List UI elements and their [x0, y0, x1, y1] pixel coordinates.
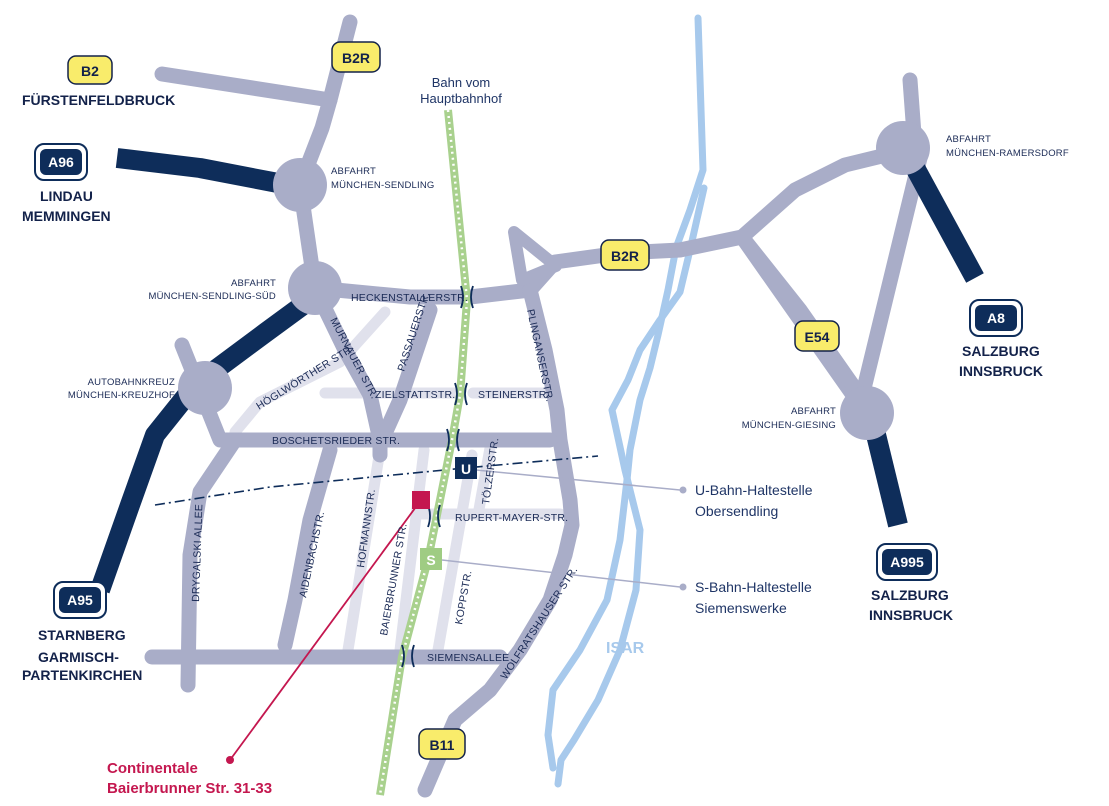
- rail-label-1: Bahn vom: [432, 75, 491, 90]
- ubahn-connector-dot: [679, 486, 687, 494]
- rail-label-2: Hauptbahnhof: [420, 91, 502, 106]
- shield-b2: B2: [67, 55, 113, 85]
- shield-a95: A95: [53, 581, 107, 619]
- exit-ramersdorf-1: ABFAHRT: [946, 134, 991, 145]
- ubahn-connector: [475, 469, 681, 491]
- exit-kreuzhof-1: AUTOBAHNKREUZ: [88, 377, 175, 388]
- ubahn-label-1: U-Bahn-Haltestelle: [695, 482, 813, 498]
- street-drygalski: DRYGALSKI ALLEE: [190, 504, 205, 602]
- ubahn-symbol: U: [461, 461, 471, 477]
- shield-b2r-east: B2R: [600, 239, 650, 271]
- shield-a8: A8: [969, 299, 1023, 337]
- label-a995-salzburg: SALZBURG: [871, 587, 949, 603]
- label-starnberg: STARNBERG: [38, 627, 126, 643]
- street-siemensallee: SIEMENSALLEE: [427, 652, 509, 664]
- label-a8-salzburg: SALZBURG: [962, 343, 1040, 359]
- svg-text:E54: E54: [805, 329, 830, 345]
- street-hoeglwoerther: HÖGLWÖRTHER STR.: [254, 342, 356, 412]
- location-address: Baierbrunner Str. 31-33: [107, 780, 272, 797]
- shield-b2r-top: B2R: [331, 41, 381, 73]
- exit-giesing-1: ABFAHRT: [791, 406, 836, 417]
- interchanges: [178, 121, 930, 440]
- sbahn-station[interactable]: S: [420, 548, 442, 570]
- label-lindau: LINDAU: [40, 188, 93, 204]
- sbahn-symbol: S: [426, 552, 435, 568]
- isar-river: [544, 14, 708, 788]
- shield-b11: B11: [418, 728, 466, 760]
- minor-streets: [229, 306, 566, 656]
- shield-a995: A995: [876, 543, 938, 581]
- svg-text:B2R: B2R: [611, 248, 639, 264]
- label-fuerstenfeldbruck: FÜRSTENFELDBRUCK: [22, 92, 175, 108]
- street-rupert-mayer: RUPERT-MAYER-STR.: [455, 512, 568, 524]
- label-garmisch-1: GARMISCH-: [38, 649, 119, 665]
- svg-text:B2R: B2R: [342, 50, 370, 66]
- location-name: Continentale: [107, 760, 198, 777]
- location-marker[interactable]: [412, 491, 430, 509]
- svg-text:B2: B2: [81, 63, 99, 79]
- street-kopp: KOPPSTR.: [453, 570, 474, 626]
- exit-giesing-2: MÜNCHEN-GIESING: [742, 420, 836, 431]
- exit-ramersdorf-2: MÜNCHEN-RAMERSDORF: [946, 148, 1069, 159]
- exit-sendling-sued-1: ABFAHRT: [231, 278, 276, 289]
- interchange-sendling: [273, 158, 327, 212]
- shield-e54: E54: [794, 320, 840, 352]
- ubahn-station[interactable]: U: [455, 457, 477, 479]
- street-boschetsrieder: BOSCHETSRIEDER STR.: [272, 435, 400, 447]
- svg-text:A96: A96: [48, 154, 74, 170]
- interchange-kreuzhof: [178, 361, 232, 415]
- svg-text:A995: A995: [890, 554, 924, 570]
- label-a995-innsbruck: INNSBRUCK: [869, 607, 953, 623]
- svg-text:B11: B11: [430, 737, 455, 753]
- interchange-giesing: [840, 386, 894, 440]
- svg-text:A8: A8: [987, 310, 1005, 326]
- svg-text:A95: A95: [67, 592, 93, 608]
- shield-a96: A96: [34, 143, 88, 181]
- sbahn-label-1: S-Bahn-Haltestelle: [695, 579, 812, 595]
- label-garmisch-2: PARTENKIRCHEN: [22, 667, 142, 683]
- location-leader-dot: [226, 756, 234, 764]
- location-leader: [229, 499, 422, 761]
- label-memmingen: MEMMINGEN: [22, 208, 111, 224]
- street-zielstatt: ZIELSTATTSTR.: [375, 389, 455, 401]
- sbahn-label-2: Siemenswerke: [695, 600, 787, 616]
- sbahn-connector: [441, 559, 681, 588]
- exit-kreuzhof-2: MÜNCHEN-KREUZHOF: [68, 390, 175, 401]
- railway-line: [376, 109, 472, 796]
- ubahn-line: [154, 455, 599, 506]
- exit-sendling-sued-2: MÜNCHEN-SENDLING-SÜD: [148, 291, 276, 302]
- sbahn-connector-dot: [679, 583, 687, 591]
- exit-sendling-2: MÜNCHEN-SENDLING: [331, 180, 434, 191]
- interchange-sendling-sued: [288, 261, 342, 315]
- label-a8-innsbruck: INNSBRUCK: [959, 363, 1043, 379]
- river-label: ISAR: [606, 640, 645, 657]
- street-steiner: STEINERSTR.: [478, 389, 550, 401]
- street-hofmann: HOFMANNSTR.: [355, 488, 378, 568]
- b2r-junction: [508, 226, 562, 286]
- ubahn-label-2: Obersendling: [695, 503, 778, 519]
- exit-sendling-1: ABFAHRT: [331, 166, 376, 177]
- street-heckenstaller: HECKENSTALLERSTR.: [351, 292, 468, 304]
- interchange-ramersdorf: [876, 121, 930, 175]
